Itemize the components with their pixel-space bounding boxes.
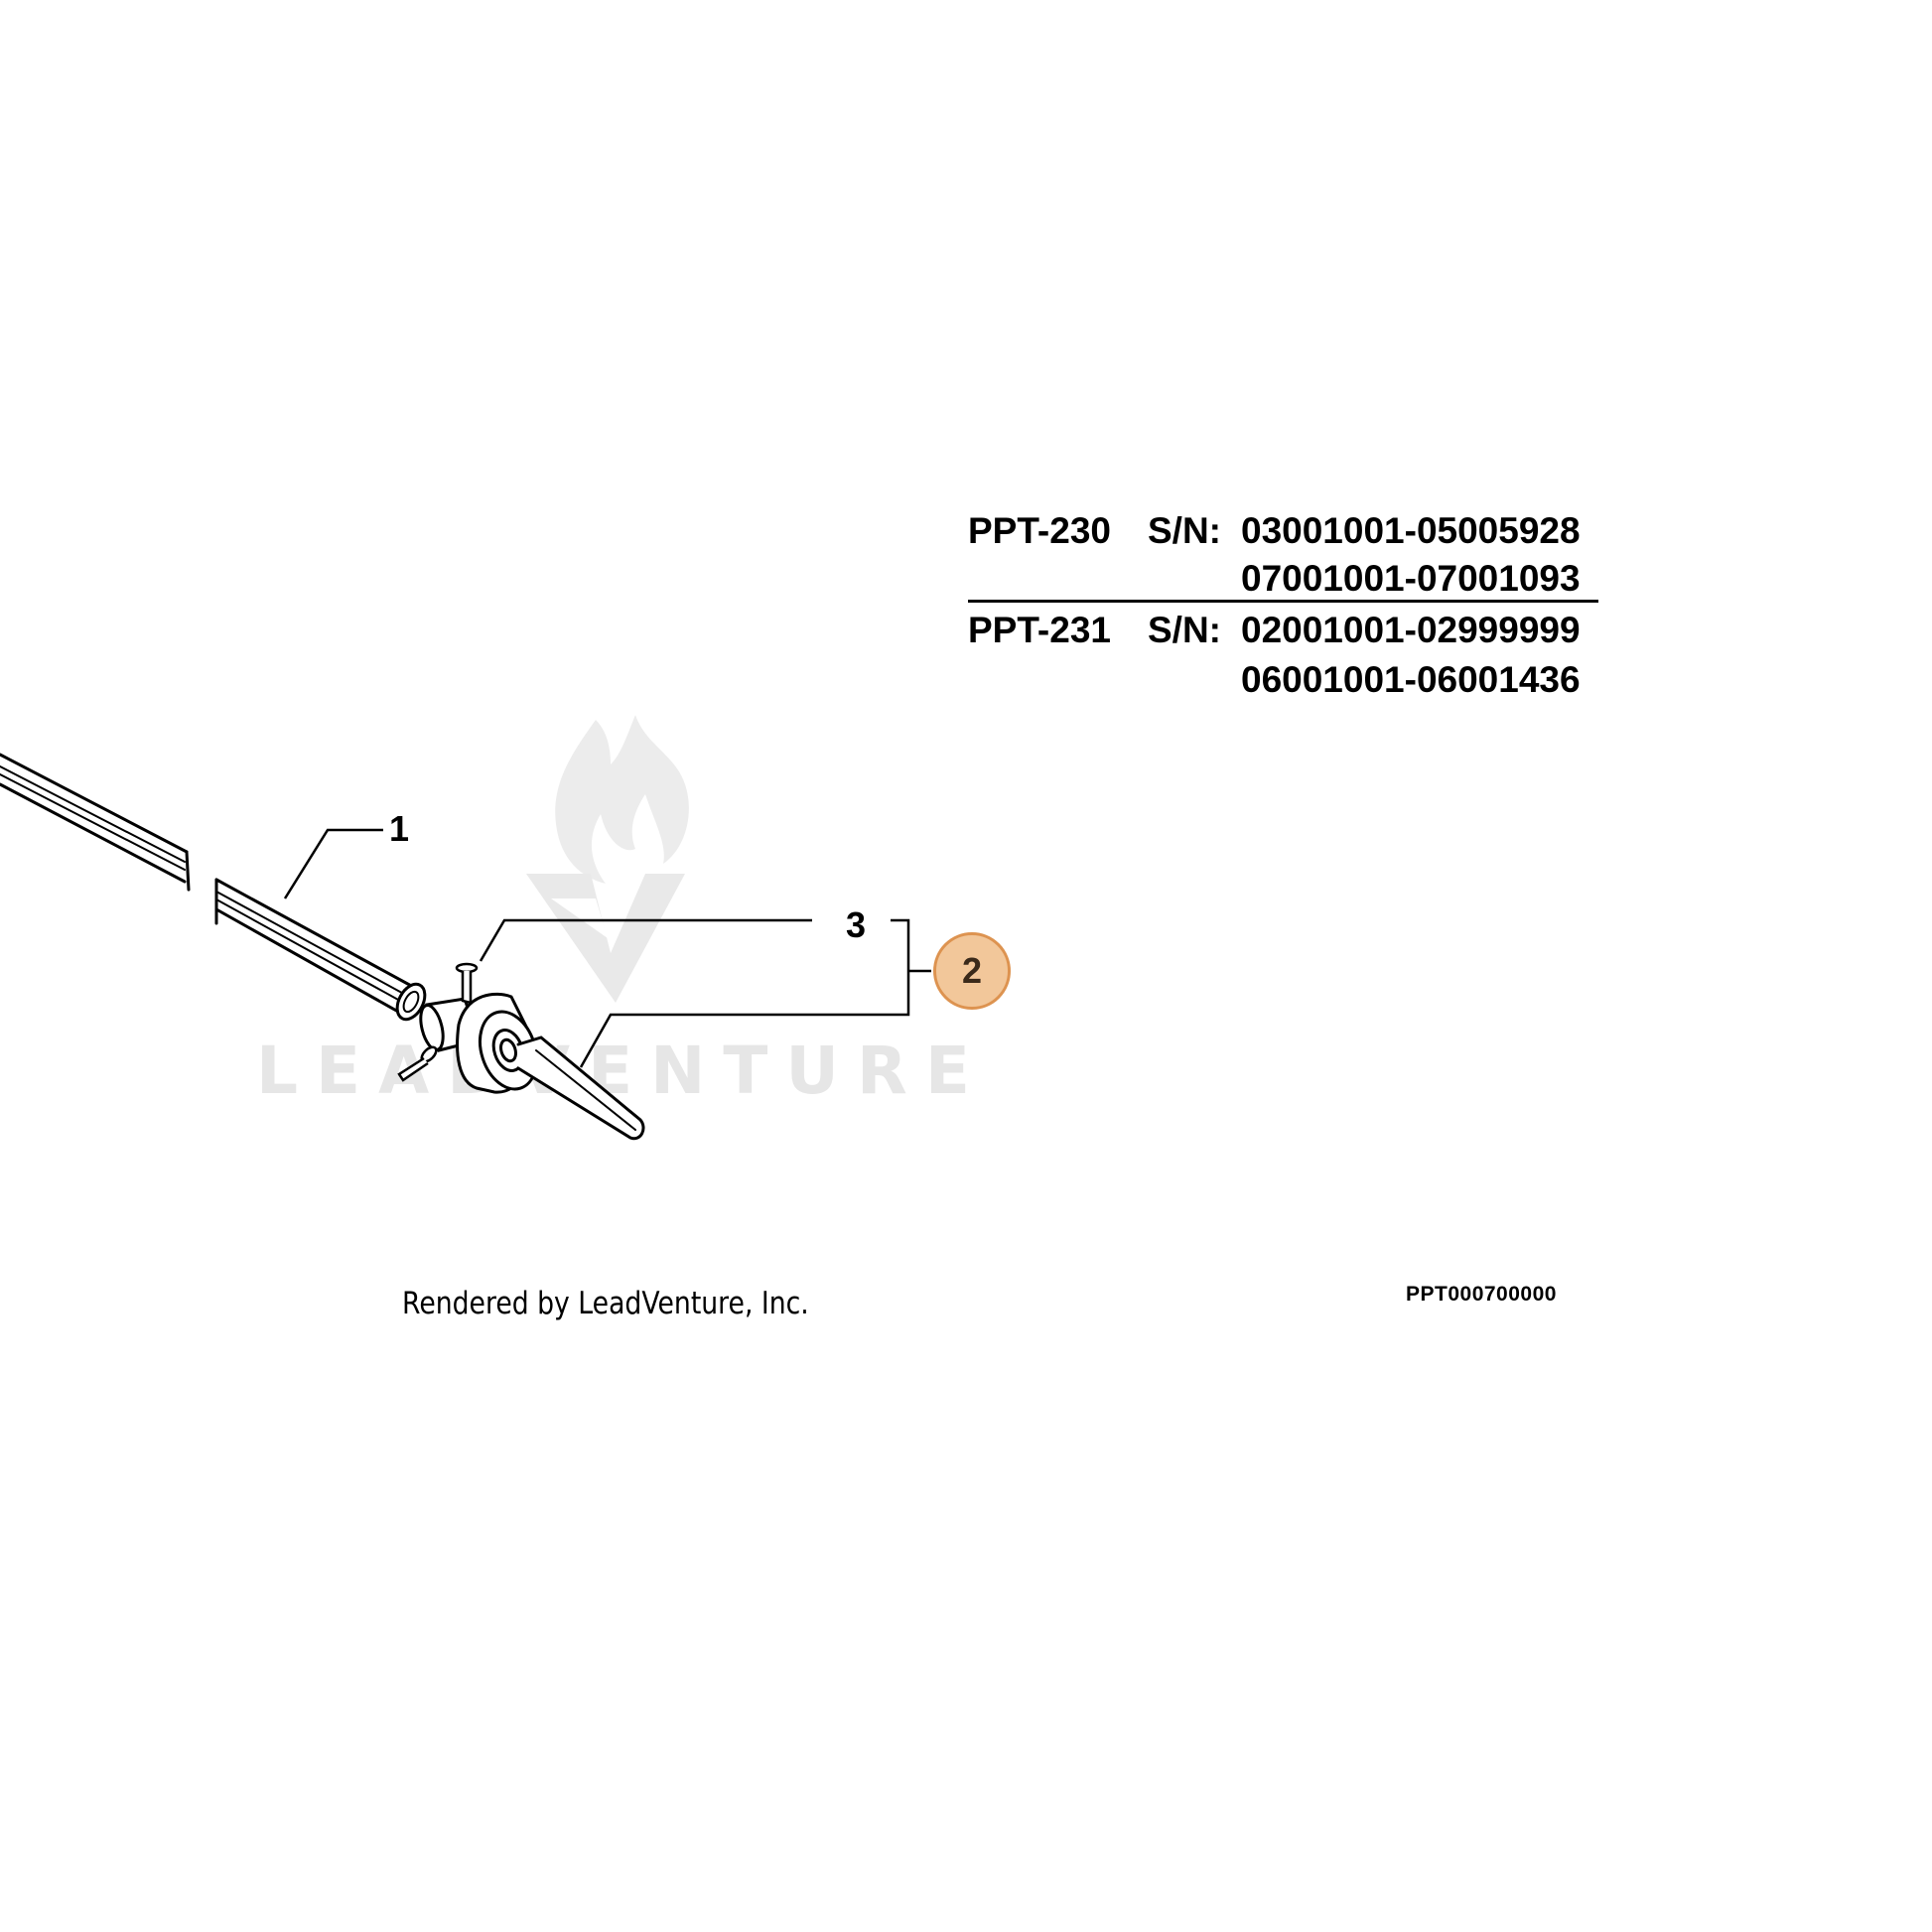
header-divider	[968, 600, 1598, 603]
leader-line-1	[283, 828, 383, 899]
model-label-ppt230: PPT-230	[968, 510, 1111, 551]
serial-range-ppt230-2: 07001001-07001093	[1241, 558, 1581, 599]
sn-label-ppt231: S/N:	[1148, 610, 1221, 650]
serial-range-ppt231-1: 02001001-02999999	[1241, 610, 1581, 650]
drive-shaft-tube-left	[0, 753, 191, 892]
bearing-housing	[456, 992, 538, 1094]
model-label-ppt231: PPT-231	[968, 610, 1111, 650]
serial-range-ppt230-1: 03001001-05005928	[1241, 510, 1581, 551]
callout-part-1[interactable]: 1	[389, 808, 410, 849]
inner-shaft	[516, 1035, 645, 1141]
screw-bottom	[397, 1045, 438, 1082]
drive-shaft-tube-right	[214, 878, 427, 1022]
diagram-id: PPT000700000	[1406, 1283, 1557, 1306]
callout-part-3[interactable]: 3	[846, 904, 867, 945]
screw-top	[455, 962, 479, 1005]
sn-label-ppt230: S/N:	[1148, 510, 1221, 551]
rendered-by-credit: Rendered by LeadVenture, Inc.	[402, 1286, 809, 1321]
leader-line-3	[479, 918, 931, 1068]
callout-part-2-highlighted[interactable]: 2	[933, 932, 1011, 1010]
serial-range-ppt231-2: 06001001-06001436	[1241, 659, 1581, 700]
